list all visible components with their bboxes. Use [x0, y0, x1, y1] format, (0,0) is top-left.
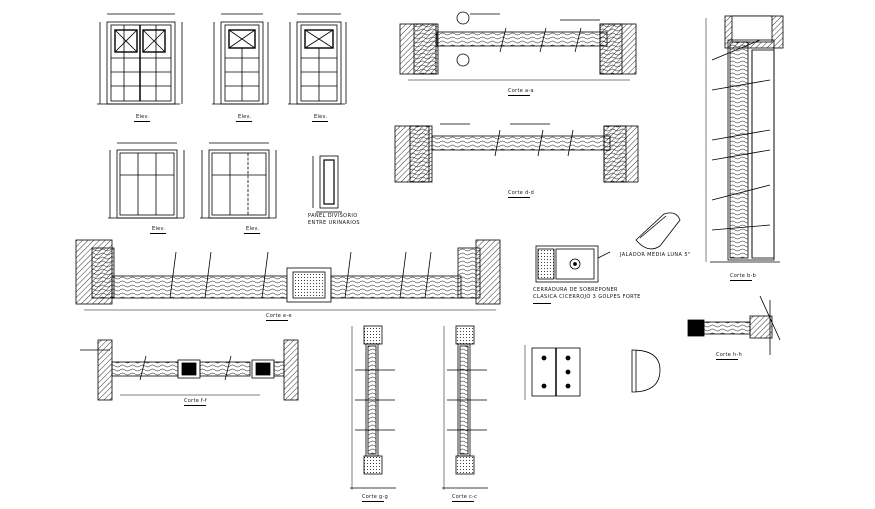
label-underline [730, 280, 752, 281]
section-label-b-b: Corte b-b [730, 273, 757, 279]
door-elevation-3 [288, 13, 347, 105]
jalador-note: JALADOR MEDIA LUNA 5" [620, 252, 691, 258]
section-label-d-d: Corte d-d [508, 190, 535, 196]
hinge-detail [524, 345, 581, 400]
door-elevation-5 [200, 142, 277, 219]
section-b-b [705, 15, 784, 263]
elevation-label-1: Elev. [136, 114, 150, 120]
section-c-c [442, 325, 488, 490]
label-underline [508, 197, 530, 198]
section-g-g [350, 325, 396, 490]
label-underline [236, 121, 252, 122]
section-label-a-a: Corte a-a [508, 88, 534, 94]
section-d-d [394, 123, 639, 183]
elevation-label-2: Elev. [238, 114, 252, 120]
cerradura-note-line1: CERRADURA DE SOBREPONER [533, 287, 618, 293]
door-elevation-2 [212, 13, 269, 105]
label-underline [716, 359, 738, 360]
panel-note-line1: PANEL DIVISORIO [308, 213, 358, 219]
section-f-f [80, 339, 299, 401]
label-underline [452, 501, 474, 502]
section-e-e [75, 239, 501, 311]
label-underline [312, 121, 328, 122]
door-elevation-4 [108, 142, 185, 219]
label-underline [150, 233, 166, 234]
handle-profile [631, 349, 661, 393]
panel-note-line2: ENTRE URINARIOS [308, 220, 361, 226]
elevation-label-4: Elev. [152, 226, 166, 232]
label-underline [508, 95, 530, 96]
label-underline [184, 405, 206, 406]
label-underline [266, 320, 288, 321]
section-label-g-g: Corte g-g [362, 494, 389, 500]
cerradura-note-line2: CLASICA CICERROJO 3 GOLPES FORTE [533, 294, 641, 300]
door-elevation-1 [97, 13, 183, 105]
label-underline [533, 303, 551, 304]
label-underline [134, 121, 150, 122]
label-underline [244, 233, 260, 234]
section-label-e-e: Corte e-e [266, 313, 292, 319]
section-label-c-c: Corte c-c [452, 494, 478, 500]
half-moon-handle [635, 212, 681, 250]
label-underline [362, 501, 384, 502]
urinal-divider-panel [312, 155, 342, 213]
elevation-label-5: Elev. [246, 226, 260, 232]
section-a-a [399, 11, 637, 81]
section-label-h-h: Corte h-h [716, 352, 743, 358]
section-h-h [687, 295, 781, 355]
elevation-label-3: Elev. [314, 114, 328, 120]
surface-lock-detail [535, 245, 611, 283]
section-label-f-f: Corte f-f [184, 398, 207, 404]
